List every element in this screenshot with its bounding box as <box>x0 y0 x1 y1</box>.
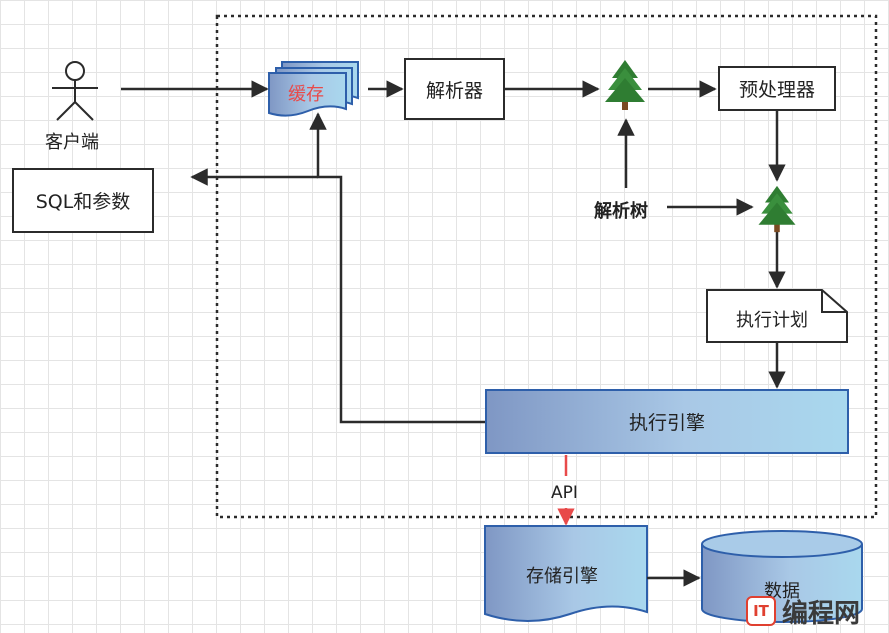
sql-params-label: SQL和参数 <box>35 191 131 213</box>
exec-plan-shape <box>706 289 848 343</box>
logo-mark-icon: IT <box>746 596 776 626</box>
exec-plan-fold <box>821 290 847 313</box>
watermark-logo: IT 编程网 <box>746 594 881 629</box>
exec-plan-label: 执行计划 <box>736 310 808 331</box>
parse-tree-label: 解析树 <box>594 201 648 222</box>
exec-engine-label: 执行引擎 <box>628 412 705 434</box>
preprocessor-box: 预处理器 <box>718 66 836 111</box>
data-cylinder-shape <box>701 530 863 623</box>
tree-icon <box>605 60 645 110</box>
cache-stack-shape <box>268 61 359 117</box>
logo-text: 编程网 <box>782 598 861 629</box>
exec-engine-box: 执行引擎 <box>485 389 849 454</box>
parser-box: 解析器 <box>404 58 505 120</box>
client-label: 客户端 <box>45 132 99 153</box>
api-label: API <box>551 483 578 503</box>
actor-icon <box>52 61 98 121</box>
storage-engine-shape <box>484 525 648 622</box>
preprocessor-label: 预处理器 <box>738 79 815 101</box>
cache-label: 缓存 <box>288 84 324 105</box>
server-boundary <box>215 14 878 519</box>
parser-label: 解析器 <box>425 79 483 102</box>
storage-engine-label: 存储引擎 <box>526 566 598 587</box>
sql-params-box: SQL和参数 <box>12 168 154 233</box>
arrow-engine-to-cache <box>309 112 485 424</box>
tree-icon <box>758 185 796 233</box>
